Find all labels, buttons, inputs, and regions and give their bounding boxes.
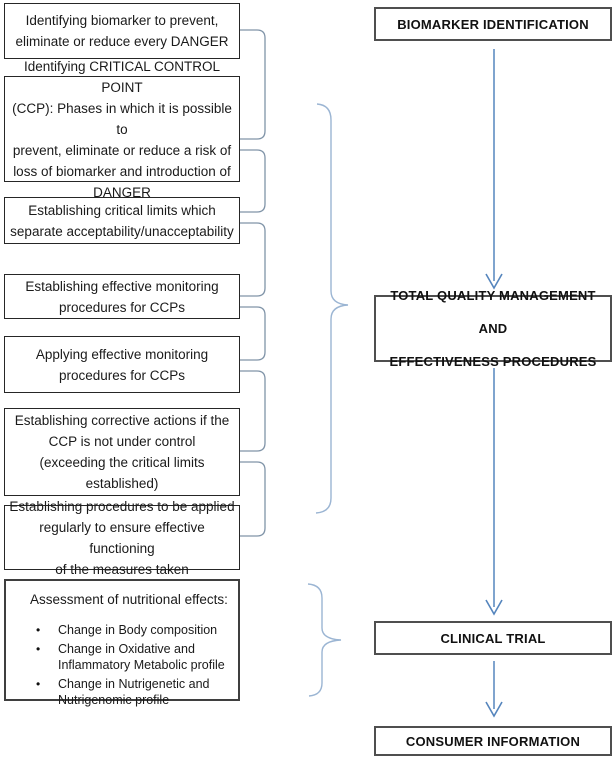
text-line: regularly to ensure effective functionin… [39, 519, 205, 556]
stage-label: CONSUMER INFORMATION [405, 733, 581, 749]
text-line: Change in Oxidative and [58, 642, 195, 656]
text-line: Inflammatory Metabolic profile [58, 658, 225, 672]
stage-label-line: EFFECTIVENESS PROCEDURES [389, 354, 597, 369]
box-clinical-trial: CLINICAL TRIAL [374, 621, 612, 655]
box-nutritional-assessment: Assessment of nutritional effects: • Cha… [4, 579, 240, 707]
box-biomarker-identification: BIOMARKER IDENTIFICATION [374, 7, 612, 41]
arrow-head-2 [485, 599, 503, 616]
curly-brace-clinical [307, 583, 342, 697]
box-corrective-actions: Establishing corrective actions if the C… [4, 408, 240, 496]
list-item: • Change in Body composition [6, 622, 238, 638]
arrow-head-1 [485, 273, 503, 290]
bracket-connector-1 [240, 29, 266, 140]
stage-label-line: TOTAL QUALITY MANAGEMENT AND [390, 288, 596, 336]
box-consumer-information: CONSUMER INFORMATION [374, 726, 612, 756]
text-line: Identifying biomarker to prevent, [25, 13, 219, 28]
stage-label: BIOMARKER IDENTIFICATION [397, 16, 589, 32]
list-item: • Change in Nutrigenetic and Nutrigenomi… [6, 676, 238, 708]
text-line: (CCP): Phases in which it is possible to [12, 100, 232, 137]
text-line: separate acceptability/unacceptability [10, 223, 234, 239]
bracket-connector-3 [240, 222, 266, 297]
text-line: Nutrigenomic profile [58, 693, 170, 707]
box-critical-limits: Establishing critical limits which separ… [4, 197, 240, 244]
bullet-icon: • [36, 642, 41, 656]
text-line: DANGER [93, 184, 151, 200]
box-establish-monitoring: Establishing effective monitoring proced… [4, 274, 240, 319]
box-apply-monitoring: Applying effective monitoring procedures… [4, 336, 240, 393]
bracket-connector-4 [240, 306, 266, 361]
text-line: eliminate or reduce every DANGER [15, 34, 229, 49]
bracket-connector-6 [240, 461, 266, 537]
text-line: Identifying CRITICAL CONTROL POINT [23, 58, 221, 95]
list-item: • Change in Oxidative and Inflammatory M… [6, 641, 238, 673]
text-line: Establishing effective monitoring [25, 278, 219, 294]
stage-label: CLINICAL TRIAL [440, 630, 546, 646]
text-line: Applying effective monitoring [35, 346, 209, 362]
text-line: (exceeding the critical limits [39, 455, 205, 470]
text-line: Establishing critical limits which [28, 202, 216, 218]
text-line: Establishing procedures to be applied [9, 498, 235, 514]
assessment-bullet-list: • Change in Body composition • Change in… [6, 622, 238, 711]
bullet-icon: • [36, 677, 41, 691]
text-line: Establishing corrective actions if the [14, 413, 230, 428]
text-line: CCP is not under control [48, 434, 196, 449]
text-line: Change in Body composition [58, 623, 218, 637]
text-line: procedures for CCPs [58, 367, 186, 383]
box-identify-biomarker: Identifying biomarker to prevent, elimin… [4, 3, 240, 59]
box-regular-procedures: Establishing procedures to be applied re… [4, 499, 240, 577]
arrow-head-3 [485, 701, 503, 718]
text-line: loss of biomarker and introduction of [13, 163, 231, 179]
box-identify-ccp: Identifying CRITICAL CONTROL POINT (CCP)… [4, 59, 240, 200]
text-line: prevent, eliminate or reduce a risk of [12, 142, 232, 158]
box-total-quality-management: TOTAL QUALITY MANAGEMENT AND EFFECTIVENE… [374, 288, 612, 369]
text-line: procedures for CCPs [58, 299, 186, 315]
text-line: established) [85, 476, 159, 491]
curly-brace-tqm [315, 103, 349, 514]
bracket-connector-5 [240, 370, 266, 452]
text-line: Change in Nutrigenetic and [58, 677, 210, 691]
text-line: of the measures taken [55, 561, 189, 577]
bullet-icon: • [36, 623, 41, 637]
assessment-title: Assessment of nutritional effects: [30, 592, 228, 607]
bracket-connector-2 [240, 149, 266, 213]
